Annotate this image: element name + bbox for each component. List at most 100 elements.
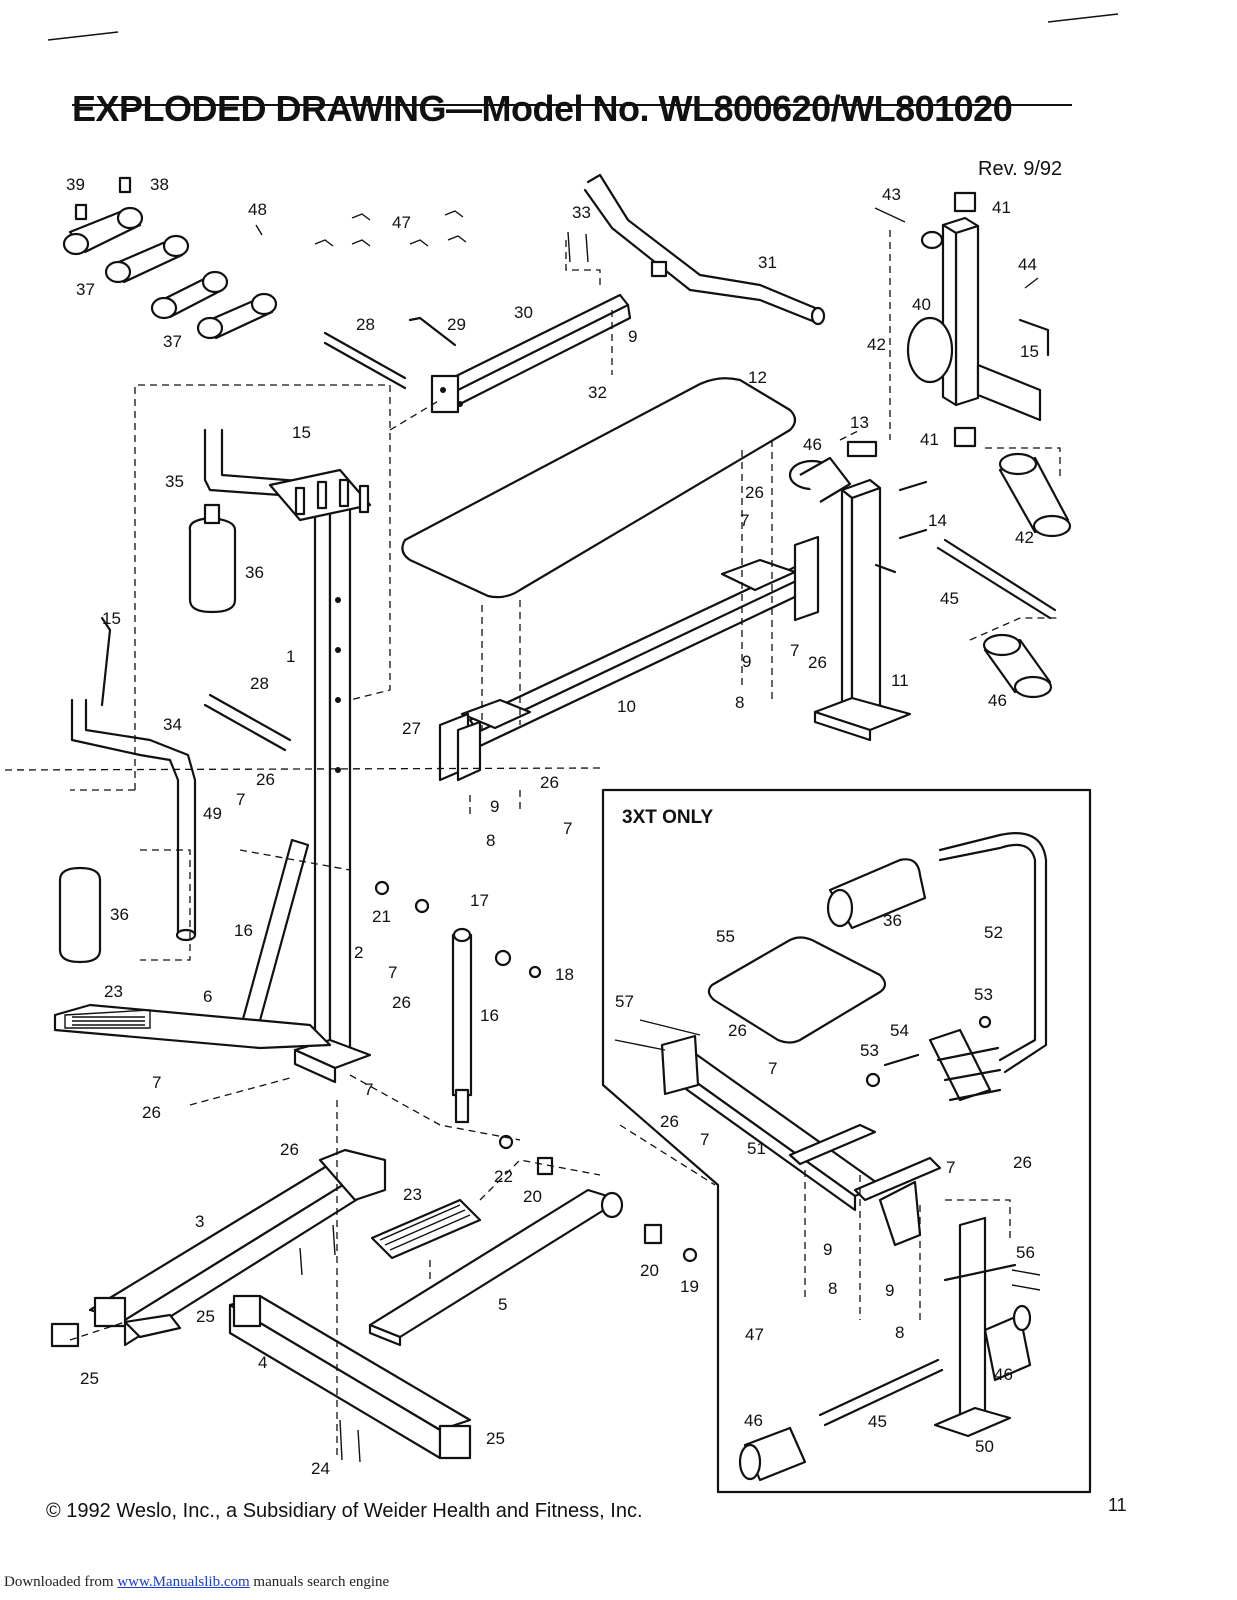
label-18: 18 [555, 965, 574, 984]
label-23: 23 [403, 1185, 422, 1204]
pin-28 [208, 693, 292, 742]
base-5 [368, 1188, 624, 1347]
label-26: 26 [142, 1103, 161, 1122]
inset-parts [614, 832, 1048, 1482]
bolts-24 [299, 1224, 361, 1463]
manualslib-link[interactable]: www.Manualslib.com [117, 1574, 250, 1590]
label-1: 1 [286, 647, 295, 666]
bench-pad [401, 377, 797, 599]
label-36: 36 [883, 911, 902, 930]
label-3: 3 [195, 1212, 204, 1231]
cylinder-16-center [451, 927, 473, 1124]
copyright: © 1992 Weslo, Inc., a Subsidiary of Weid… [46, 1500, 643, 1520]
spring-clips [255, 210, 467, 247]
label-56: 56 [1016, 1243, 1035, 1262]
label-36: 36 [110, 905, 129, 924]
inset-box [601, 788, 1092, 1494]
label-49: 49 [203, 804, 222, 823]
label-15: 15 [1020, 342, 1039, 361]
title-rule [72, 104, 1072, 106]
label-50: 50 [975, 1437, 994, 1456]
label-40: 40 [912, 295, 931, 314]
label-20: 20 [640, 1261, 659, 1280]
stray-mark [47, 31, 119, 41]
label-37: 37 [163, 332, 182, 351]
label-9: 9 [823, 1240, 832, 1259]
label-47: 47 [392, 213, 411, 232]
label-7: 7 [563, 819, 572, 838]
label-37: 37 [76, 280, 95, 299]
inset-label: 3XT ONLY [622, 807, 713, 828]
label-46: 46 [994, 1365, 1013, 1384]
label-17: 17 [470, 891, 489, 910]
frame-10 [438, 535, 820, 782]
stray-mark [1047, 13, 1119, 23]
label-7: 7 [152, 1073, 161, 1092]
label-43: 43 [882, 185, 901, 204]
label-28: 28 [356, 315, 375, 334]
label-6: 6 [203, 987, 212, 1006]
label-48: 48 [248, 200, 267, 219]
label-26: 26 [728, 1021, 747, 1040]
part-labels: 39 38 37 37 48 47 33 31 43 41 44 40 15 4… [66, 175, 1039, 1478]
label-31: 31 [758, 253, 777, 272]
label-42: 42 [1015, 528, 1034, 547]
label-9: 9 [490, 797, 499, 816]
label-25: 25 [196, 1307, 215, 1326]
label-16: 16 [234, 921, 253, 940]
label-5: 5 [498, 1295, 507, 1314]
label-47: 47 [745, 1325, 764, 1344]
label-22: 22 [494, 1167, 513, 1186]
label-45: 45 [940, 589, 959, 608]
label-2: 2 [354, 943, 363, 962]
label-14: 14 [928, 511, 947, 530]
revision-label: Rev. 9/92 [978, 158, 1063, 180]
label-26: 26 [256, 770, 275, 789]
label-36: 36 [245, 563, 264, 582]
label-26: 26 [745, 483, 764, 502]
label-26: 26 [392, 993, 411, 1012]
page-title: EXPLODED DRAWING—Model No. WL800620/WL80… [72, 88, 1013, 129]
label-20: 20 [523, 1187, 542, 1206]
label-7: 7 [364, 1080, 373, 1099]
base-3 [50, 1148, 387, 1348]
label-7: 7 [740, 511, 749, 530]
label-45: 45 [868, 1412, 887, 1431]
label-4: 4 [258, 1353, 267, 1372]
label-9: 9 [885, 1281, 894, 1300]
base-4 [228, 1294, 472, 1460]
label-23: 23 [104, 982, 123, 1001]
press-arm-34 [70, 616, 197, 942]
label-35: 35 [165, 472, 184, 491]
label-11: 11 [891, 671, 909, 690]
press-arm-35 [188, 428, 372, 614]
label-26: 26 [660, 1112, 679, 1131]
label-42: 42 [867, 335, 886, 354]
pin-29 [408, 316, 457, 347]
label-53: 53 [860, 1041, 879, 1060]
label-46: 46 [744, 1411, 763, 1430]
download-prefix: Downloaded from [4, 1574, 118, 1590]
label-57: 57 [615, 992, 634, 1011]
label-39: 39 [66, 175, 85, 194]
page-number: 11 [1108, 1495, 1127, 1515]
leg-extension-40 [874, 191, 1050, 448]
label-41: 41 [992, 198, 1011, 217]
footplate-6 [53, 1003, 332, 1050]
label-27: 27 [402, 719, 421, 738]
pin-28-top [323, 331, 407, 380]
label-25: 25 [80, 1369, 99, 1388]
small-hardware [374, 880, 698, 1263]
label-25: 25 [486, 1429, 505, 1448]
label-34: 34 [163, 715, 182, 734]
label-26: 26 [540, 773, 559, 792]
main-upright [293, 488, 372, 1084]
label-9: 9 [742, 652, 751, 671]
label-29: 29 [447, 315, 466, 334]
label-15: 15 [292, 423, 311, 442]
label-8: 8 [895, 1323, 904, 1342]
footplate-23 [370, 1198, 482, 1260]
label-26: 26 [1013, 1153, 1032, 1172]
crossbar-30 [430, 293, 632, 414]
